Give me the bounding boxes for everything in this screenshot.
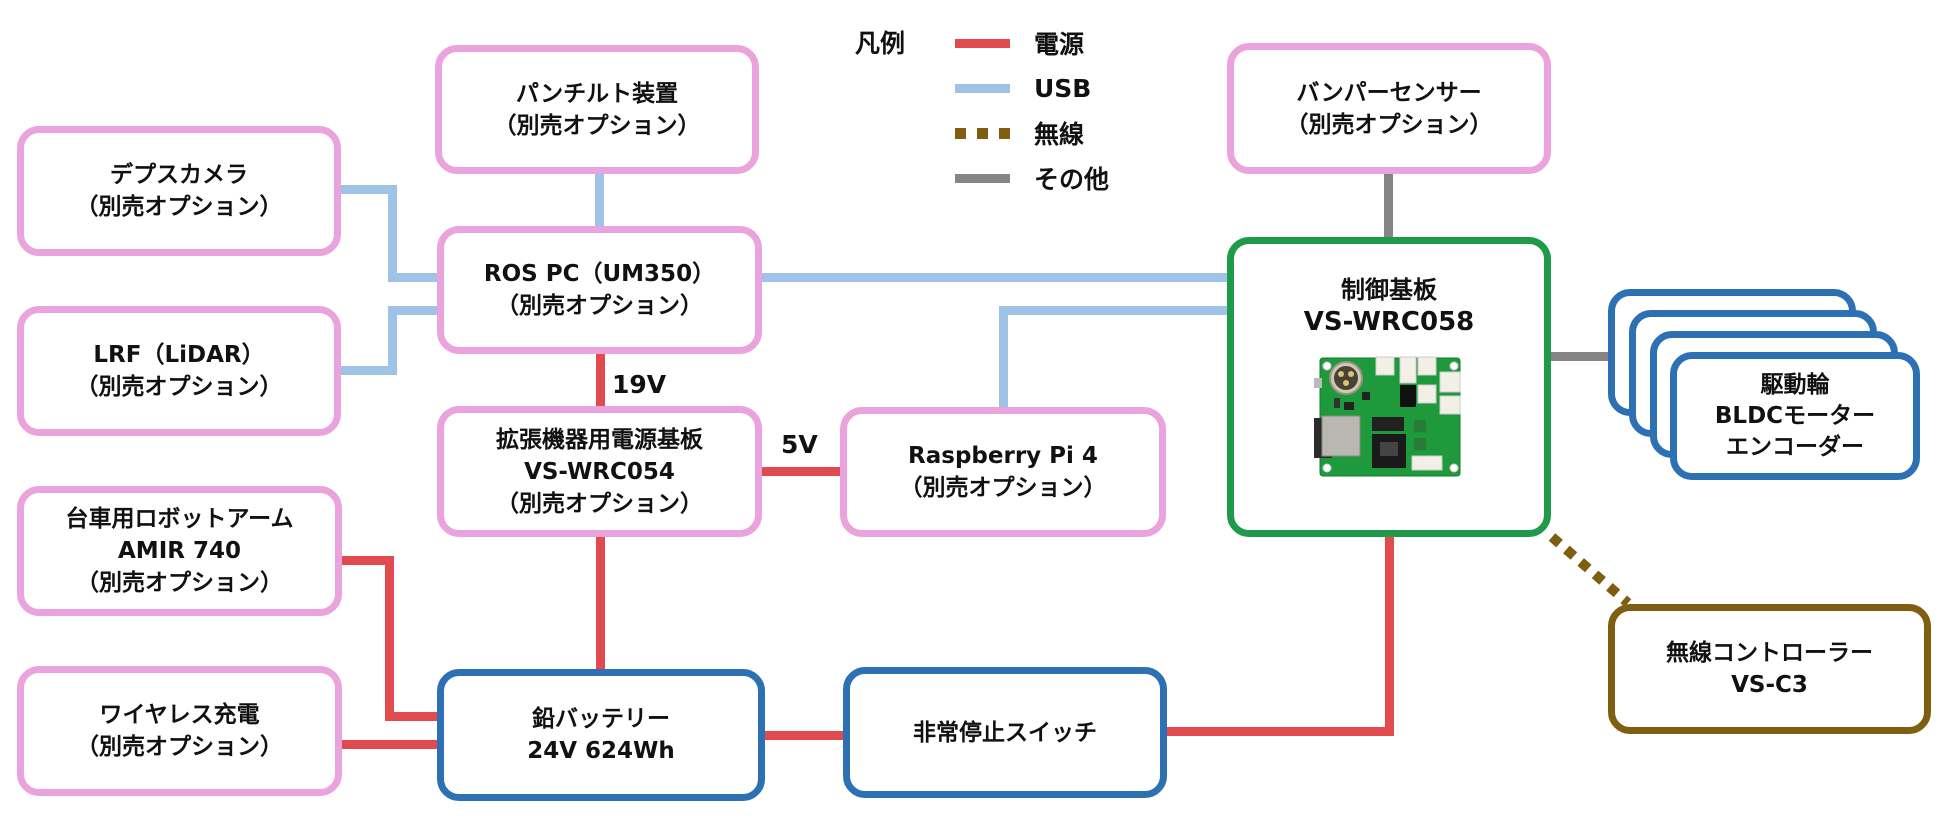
node-raspberry-pi-title: Raspberry Pi 4: [908, 443, 1098, 469]
node-wireless-charging-note: （別売オプション）: [76, 734, 283, 760]
legend-swatch-other: [955, 173, 1010, 183]
node-wireless-charging[interactable]: ワイヤレス充電 （別売オプション）: [17, 666, 342, 796]
legend-label-wireless: 無線: [1034, 120, 1085, 149]
node-robot-arm-title: 台車用ロボットアーム: [65, 506, 294, 532]
legend-swatch-wireless: [955, 127, 1010, 139]
legend-swatch-power: [955, 38, 1010, 48]
usb-wire-camera-rospc-v: [388, 185, 397, 282]
node-control-board-model: VS-WRC058: [1303, 307, 1475, 337]
node-robot-arm[interactable]: 台車用ロボットアーム AMIR 740 （別売オプション）: [17, 486, 342, 616]
node-power-board-model: VS-WRC054: [524, 458, 675, 485]
usb-wire-lrf-rospc: [339, 366, 397, 375]
wire-label-19v: 19V: [612, 370, 667, 399]
node-ros-pc-title: ROS PC（UM350）: [483, 261, 716, 287]
power-wire-charging-battery: [340, 740, 440, 749]
usb-wire-camera-rospc-h2: [388, 273, 440, 282]
legend-swatch-usb: [955, 83, 1010, 93]
node-raspberry-pi-note: （別売オプション）: [899, 475, 1107, 501]
node-drive-wheel-title: 駆動輪: [1760, 371, 1830, 398]
node-robot-arm-note: （別売オプション）: [76, 570, 283, 596]
usb-wire-rospc-control: [760, 273, 1230, 282]
legend-title: 凡例: [855, 29, 906, 58]
node-ros-pc[interactable]: ROS PC（UM350） （別売オプション）: [437, 226, 762, 354]
node-wireless-charging-title: ワイヤレス充電: [99, 702, 260, 728]
node-emergency-stop[interactable]: 非常停止スイッチ: [843, 667, 1167, 798]
node-battery-title: 鉛バッテリー: [532, 706, 670, 732]
node-control-board[interactable]: 制御基板 VS-WRC058: [1227, 237, 1551, 537]
legend-label-other: その他: [1034, 165, 1110, 194]
node-depth-camera-note: （別売オプション）: [75, 194, 283, 220]
power-wire-estop-control-h: [1165, 727, 1394, 736]
node-control-board-title: 制御基板: [1341, 276, 1437, 304]
node-pan-tilt-title: パンチルト装置: [515, 80, 679, 107]
node-raspberry-pi[interactable]: Raspberry Pi 4 （別売オプション）: [840, 407, 1166, 537]
node-bumper-sensor-title: バンパーセンサー: [1296, 79, 1482, 106]
power-wire-arm-h2: [385, 712, 440, 721]
power-wire-estop-control-v: [1385, 533, 1394, 736]
legend-item-other: その他: [955, 161, 1109, 195]
usb-wire-lrf-rospc-h2: [388, 306, 440, 315]
node-bumper-sensor-note: （別売オプション）: [1285, 111, 1493, 138]
pcb-image: [1314, 356, 1461, 477]
node-pan-tilt-note: （別売オプション）: [493, 112, 701, 139]
usb-wire-pantilt-rospc: [595, 171, 604, 229]
node-drive-wheel-motor: BLDCモーター: [1714, 402, 1876, 429]
legend-label-power: 電源: [1034, 30, 1085, 59]
node-power-board-title: 拡張機器用電源基板: [496, 426, 703, 453]
wire-label-5v: 5V: [781, 430, 818, 459]
other-wire-control-motor: [1546, 352, 1611, 361]
node-wireless-controller-title: 無線コントローラー: [1666, 640, 1873, 666]
power-wire-rospc-board: [596, 351, 605, 409]
node-pan-tilt[interactable]: パンチルト装置 （別売オプション）: [435, 45, 759, 174]
node-battery-spec: 24V 624Wh: [527, 738, 675, 764]
node-depth-camera[interactable]: デプスカメラ （別売オプション）: [17, 126, 341, 256]
power-wire-arm-v: [385, 556, 394, 721]
other-wire-bumper-control: [1384, 171, 1393, 240]
node-lrf[interactable]: LRF（LiDAR） （別売オプション）: [17, 306, 341, 436]
node-lrf-note: （別売オプション）: [75, 374, 283, 400]
usb-wire-rpi-control-h: [999, 306, 1230, 315]
power-wire-board-rpi: [760, 467, 842, 476]
node-power-board[interactable]: 拡張機器用電源基板 VS-WRC054 （別売オプション）: [437, 406, 762, 537]
node-bumper-sensor[interactable]: バンパーセンサー （別売オプション）: [1227, 43, 1551, 174]
legend-item-power: 電源: [955, 26, 1084, 60]
node-robot-arm-model: AMIR 740: [118, 538, 241, 564]
power-wire-board-battery: [596, 535, 605, 671]
node-emergency-stop-title: 非常停止スイッチ: [913, 719, 1097, 746]
node-battery[interactable]: 鉛バッテリー 24V 624Wh: [437, 669, 765, 801]
node-wireless-controller-model: VS-C3: [1731, 672, 1808, 698]
node-depth-camera-title: デプスカメラ: [110, 162, 248, 188]
node-lrf-title: LRF（LiDAR）: [93, 342, 265, 368]
usb-wire-camera-rospc: [339, 185, 397, 194]
legend-item-usb: USB: [955, 71, 1091, 105]
power-wire-battery-estop: [763, 731, 845, 740]
node-drive-wheel[interactable]: 駆動輪 BLDCモーター エンコーダー: [1670, 352, 1920, 480]
node-drive-wheel-encoder: エンコーダー: [1726, 433, 1864, 460]
legend-label-usb: USB: [1034, 73, 1092, 103]
node-ros-pc-note: （別売オプション）: [496, 293, 703, 319]
legend-item-wireless: 無線: [955, 116, 1084, 150]
power-wire-arm-h1: [340, 556, 394, 565]
usb-wire-lrf-rospc-v: [388, 306, 397, 375]
usb-wire-rpi-control-v: [999, 306, 1008, 409]
node-wireless-controller[interactable]: 無線コントローラー VS-C3: [1608, 604, 1931, 734]
node-power-board-note: （別売オプション）: [496, 490, 703, 517]
